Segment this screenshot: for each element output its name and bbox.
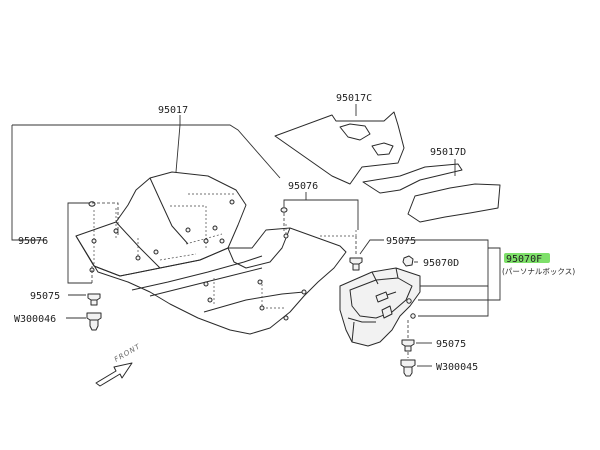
label-95075-left[interactable]: 95075	[30, 291, 60, 302]
carpet-95017	[75, 171, 347, 335]
label-95017[interactable]: 95017	[158, 105, 188, 116]
mat-95017c	[274, 111, 405, 185]
label-95070d[interactable]: 95070D	[423, 258, 459, 269]
clip-95076-top	[280, 207, 288, 213]
front-label: FRONT	[113, 342, 142, 363]
carpet-clips	[89, 199, 307, 321]
label-95017d[interactable]: 95017D	[430, 147, 466, 158]
label-w300046[interactable]: W300046	[14, 314, 56, 325]
label-95070f-sub: (パーソナルボックス)	[502, 267, 575, 276]
clip-95075-mid	[349, 257, 363, 271]
label-w300045[interactable]: W300045	[436, 362, 478, 373]
front-arrow: FRONT	[95, 342, 142, 387]
label-95070f[interactable]: 95070F	[506, 254, 542, 265]
label-95017c[interactable]: 95017C	[336, 93, 372, 104]
label-95076-top[interactable]: 95076	[288, 181, 318, 192]
clip-95076-left-small	[88, 201, 96, 207]
label-95075-mid[interactable]: 95075	[386, 236, 416, 247]
label-95075-right[interactable]: 95075	[436, 339, 466, 350]
clip-95075-right	[401, 339, 415, 352]
mat-95017d	[362, 163, 501, 223]
clip-w300045	[400, 359, 416, 377]
label-95076-left[interactable]: 95076	[18, 236, 48, 247]
carpet-hidden-lines	[93, 193, 357, 309]
leader-lines	[11, 104, 501, 367]
clip-w300046	[86, 312, 102, 331]
personal-box-95070f	[339, 267, 421, 347]
clip-95075-left	[87, 293, 101, 306]
clip-95070d	[402, 255, 414, 267]
highlight-95070f	[504, 253, 550, 263]
